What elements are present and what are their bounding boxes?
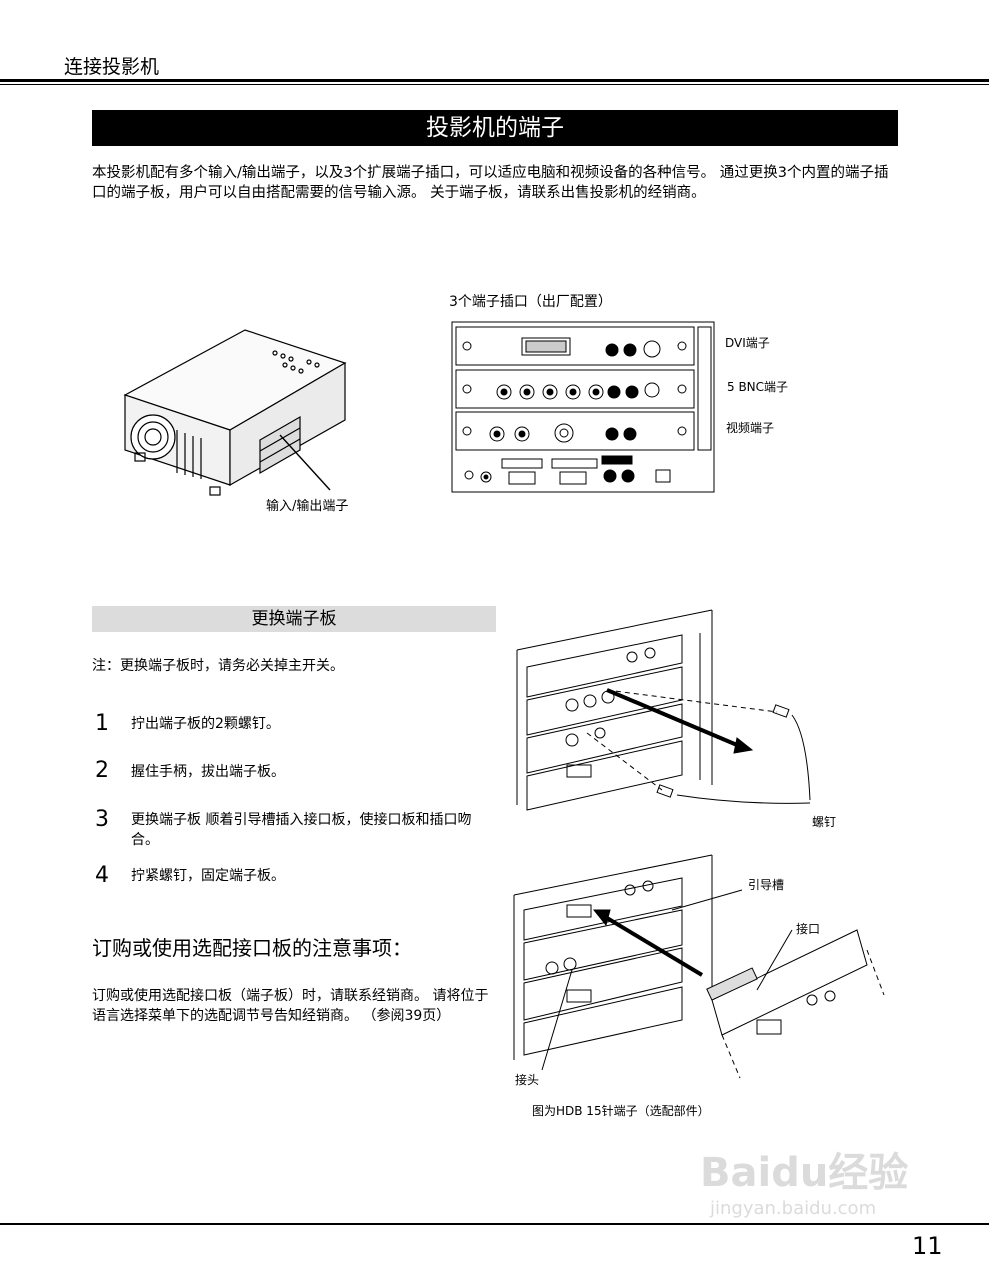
label-dvi-terminal: DVI端子 (725, 336, 770, 350)
remove-board-figure (516, 609, 811, 811)
watermark-brand: Baidu经验 (700, 1150, 909, 1196)
page-title: 投影机的端子 (92, 110, 898, 146)
page-number: 11 (912, 1232, 943, 1260)
label-screw: 螺钉 (812, 815, 837, 829)
order-notes-text: 订购或使用选配接口板（端子板）时，请联系经销商。 请将位于语言选择菜单下的选配调… (92, 988, 489, 1024)
order-notes-heading: 订购或使用选配接口板的注意事项： (92, 936, 412, 960)
section-header: 连接投影机 (64, 56, 160, 78)
section-subtitle: 更换端子板 (92, 606, 496, 632)
figure-caption: 图为HDB 15针端子（选配部件） (532, 1104, 710, 1118)
label-bnc-terminal: 5 BNC端子 (727, 380, 789, 394)
watermark-url: jingyan.baidu.com (710, 1198, 877, 1219)
header-rule-thin (0, 84, 989, 85)
label-connector: 接口 (796, 922, 821, 936)
slots-caption: 3个端子插口（出厂配置） (449, 294, 612, 310)
label-video-terminal: 视频端子 (726, 421, 775, 435)
baidu-watermark: Baidu经验 jingyan.baidu.com (700, 1140, 908, 1219)
label-plug: 接头 (515, 1073, 540, 1087)
footer-rule (0, 1223, 989, 1225)
header-rule (0, 79, 989, 82)
projector-illustration (123, 329, 347, 496)
step-number: 1 (95, 711, 109, 736)
step-number: 4 (95, 863, 109, 888)
step-text: 更换端子板 顺着引导槽插入接口板，使接口板和插口吻合。 (131, 812, 472, 848)
intro-paragraph: 本投影机配有多个输入/输出端子，以及3个扩展端子插口，可以适应电脑和视频设备的各… (92, 165, 889, 201)
step-number: 2 (95, 758, 109, 783)
warning-note: 注：更换端子板时，请务必关掉主开关。 (92, 658, 344, 674)
step-text: 拧出端子板的2颗螺钉。 (131, 716, 280, 732)
terminal-panel-diagram (451, 321, 715, 493)
step-text: 拧紧螺钉，固定端子板。 (131, 868, 285, 884)
insert-board-figure (513, 854, 885, 1079)
label-guide-slot: 引导槽 (748, 878, 785, 892)
projector-caption: 输入/输出端子 (266, 499, 349, 514)
step-text: 握住手柄，拔出端子板。 (131, 764, 285, 780)
step-number: 3 (95, 807, 109, 832)
